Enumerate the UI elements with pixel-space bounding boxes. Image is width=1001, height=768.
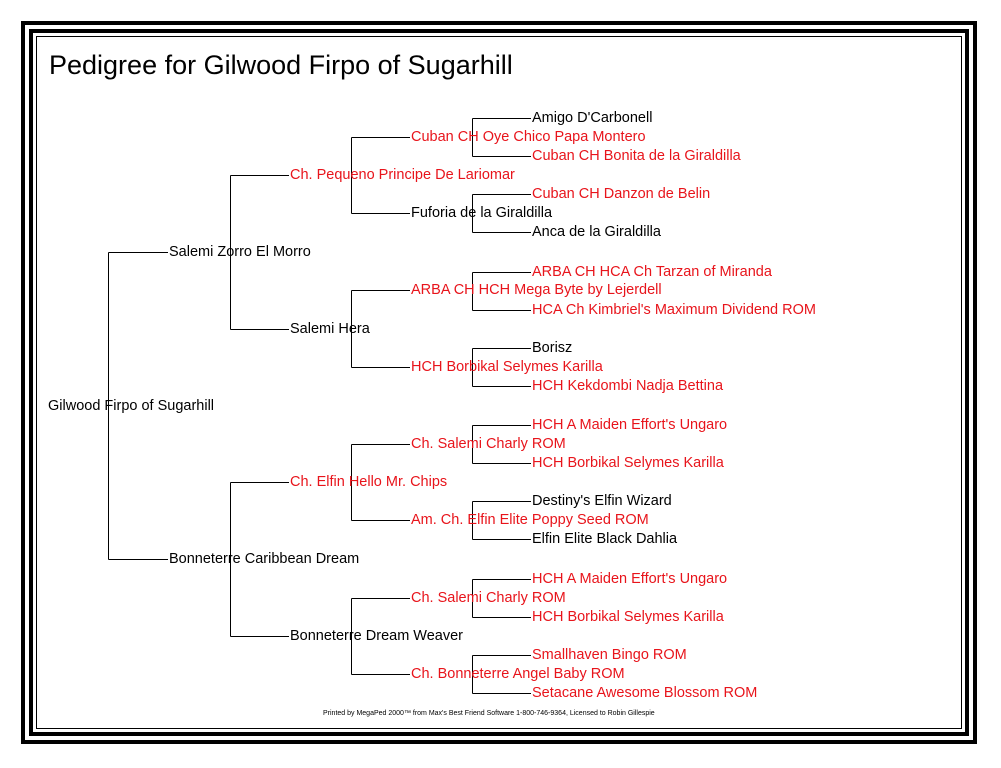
ancestor-ddsd-name: HCH Borbikal Selymes Karilla bbox=[532, 609, 724, 625]
ancestor-sdd-name: HCH Borbikal Selymes Karilla bbox=[411, 359, 603, 375]
ancestor-dsd-name: Am. Ch. Elfin Elite Poppy Seed ROM bbox=[411, 512, 649, 528]
ancestor-ssds-name: Cuban CH Danzon de Belin bbox=[532, 186, 711, 202]
ancestor-ssd-name: Fuforia de la Giraldilla bbox=[411, 205, 553, 221]
ancestor-sdds-name: Borisz bbox=[532, 340, 573, 356]
ancestor-ssdd-name: Anca de la Giraldilla bbox=[532, 224, 661, 240]
sire-name: Salemi Zorro El Morro bbox=[169, 244, 311, 260]
page-border-outer bbox=[21, 21, 977, 744]
ancestor-sds-name: ARBA CH HCH Mega Byte by Lejerdell bbox=[411, 282, 662, 298]
maternal-granddam-name: Bonneterre Dream Weaver bbox=[290, 628, 464, 644]
footer-credit: Printed by MegaPed 2000™ from Max's Best… bbox=[323, 710, 655, 717]
ancestor-sddd-name: HCH Kekdombi Nadja Bettina bbox=[532, 378, 724, 394]
ancestor-ddds-name: Smallhaven Bingo ROM bbox=[532, 647, 687, 663]
ancestor-dsds-name: Destiny's Elfin Wizard bbox=[532, 493, 672, 509]
ancestor-ddd-name: Ch. Bonneterre Angel Baby ROM bbox=[411, 666, 625, 682]
ancestor-dsdd-name: Elfin Elite Black Dahlia bbox=[532, 531, 678, 547]
dam-name: Bonneterre Caribbean Dream bbox=[169, 551, 360, 567]
ancestor-sssd-name: Cuban CH Bonita de la Giraldilla bbox=[532, 148, 741, 164]
ancestor-sdsd-name: HCA Ch Kimbriel's Maximum Dividend ROM bbox=[532, 302, 816, 318]
ancestor-dss-name: Ch. Salemi Charly ROM bbox=[411, 436, 566, 452]
ancestor-dssd-name: HCH Borbikal Selymes Karilla bbox=[532, 455, 724, 471]
paternal-granddam-name: Salemi Hera bbox=[290, 321, 370, 337]
page-border-inner bbox=[36, 36, 962, 729]
paternal-grandsire-name: Ch. Pequeno Principe De Lariomar bbox=[290, 167, 515, 183]
page-title: Pedigree for Gilwood Firpo of Sugarhill bbox=[49, 50, 513, 80]
ancestor-sss-name: Cuban CH Oye Chico Papa Montero bbox=[411, 129, 646, 145]
subject-name: Gilwood Firpo of Sugarhill bbox=[48, 398, 215, 414]
ancestor-ddss-name: HCH A Maiden Effort's Ungaro bbox=[532, 571, 728, 587]
ancestor-dddd-name: Setacane Awesome Blossom ROM bbox=[532, 685, 758, 701]
page-border-middle bbox=[29, 29, 969, 736]
ancestor-ssss-name: Amigo D'Carbonell bbox=[532, 110, 653, 126]
ancestor-dsss-name: HCH A Maiden Effort's Ungaro bbox=[532, 417, 728, 433]
ancestor-dds-name: Ch. Salemi Charly ROM bbox=[411, 590, 566, 606]
ancestor-sdss-name: ARBA CH HCA Ch Tarzan of Miranda bbox=[532, 264, 772, 280]
maternal-grandsire-name: Ch. Elfin Hello Mr. Chips bbox=[290, 474, 448, 490]
